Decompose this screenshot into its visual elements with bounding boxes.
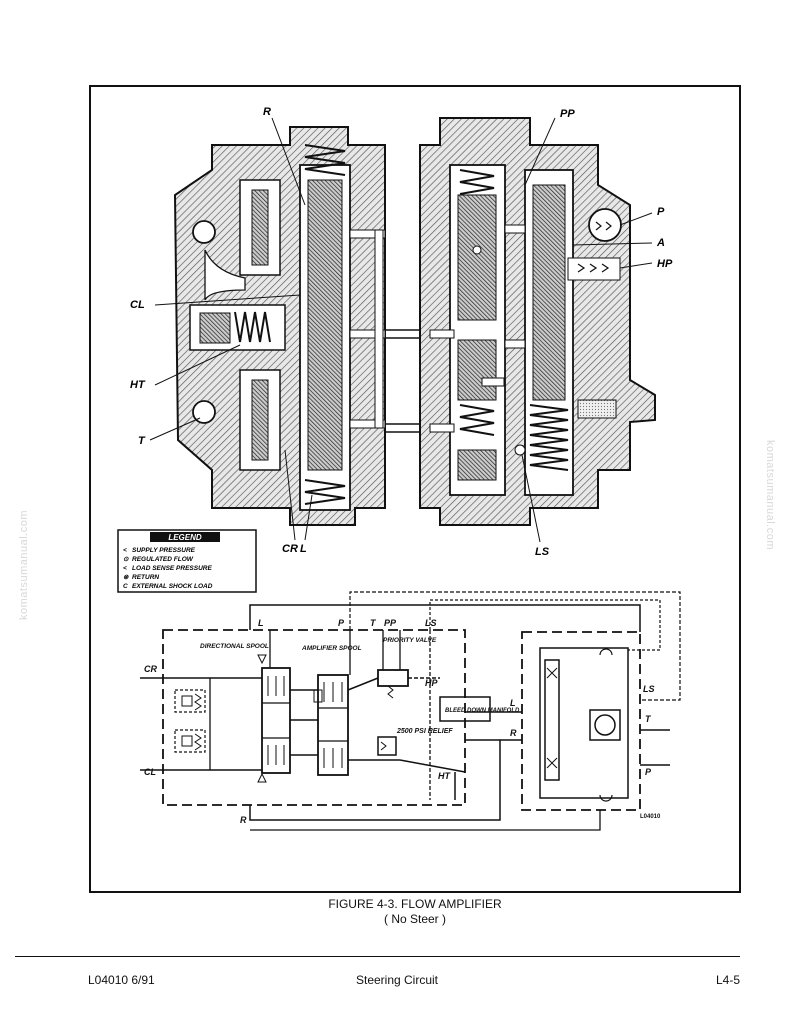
cross-section-callouts: R PP P A HP CL HT T CR L LS — [130, 106, 673, 558]
label-bleed-down-manifold: BLEED DOWN MANIFOLD — [445, 708, 520, 714]
port-CR: CR — [144, 664, 157, 674]
figure-caption-title: FIGURE 4-3. FLOW AMPLIFIER — [328, 897, 502, 911]
label-HT: HT — [130, 379, 146, 391]
label-T: T — [138, 435, 146, 447]
label-P: P — [657, 206, 665, 218]
label-CR: CR — [282, 543, 298, 555]
legend-symbol: ⊙ — [123, 556, 129, 563]
label-R: R — [263, 106, 271, 118]
port-LS-right: LS — [643, 684, 655, 694]
label-L: L — [300, 543, 307, 555]
footer-page-number: L4-5 — [715, 973, 740, 987]
port-R-right: R — [510, 728, 517, 738]
port-T-right: T — [645, 714, 652, 724]
legend: LEGEND < SUPPLY PRESSURE ⊙ REGULATED FLO… — [117, 529, 257, 593]
footer-rule — [15, 956, 740, 957]
port-L: L — [258, 618, 264, 628]
schematic-labels: DIRECTIONAL SPOOL AMPLIFIER SPOOL PRIORI… — [144, 618, 661, 825]
label-HP: HP — [657, 258, 673, 270]
legend-item: LOAD SENSE PRESSURE — [132, 565, 212, 572]
port-R: R — [240, 815, 247, 825]
watermark-right: komatsumanual.com — [764, 440, 776, 550]
hydraulic-schematic — [140, 591, 681, 831]
right-cross-section — [419, 117, 656, 526]
legend-symbol: < — [123, 565, 127, 572]
figure-frame — [89, 85, 741, 893]
label-PP: PP — [560, 108, 575, 120]
legend-symbol: < — [123, 547, 127, 554]
port-CL: CL — [144, 767, 156, 777]
port-LS: LS — [425, 618, 437, 628]
figure-caption-subtitle: ( No Steer ) — [383, 912, 446, 926]
footer-doc-id: L04010 6/91 — [88, 973, 155, 987]
label-relief: 2500 PSI RELIEF — [396, 728, 453, 735]
drawing-number: L04010 — [640, 814, 661, 820]
label-A: A — [656, 237, 665, 249]
port-HT: HT — [438, 771, 451, 781]
legend-title: LEGEND — [168, 533, 202, 542]
port-P: P — [338, 618, 345, 628]
footer-section-title: Steering Circuit — [355, 973, 439, 987]
legend-symbol: ⊗ — [123, 574, 129, 581]
legend-item: REGULATED FLOW — [132, 556, 194, 563]
port-T: T — [370, 618, 377, 628]
label-priority-valve: PRIORITY VALVE — [383, 637, 437, 644]
port-P-right: P — [645, 767, 652, 777]
legend-item: SUPPLY PRESSURE — [132, 547, 196, 554]
label-amplifier-spool: AMPLIFIER SPOOL — [301, 645, 362, 652]
port-L-right: L — [510, 698, 516, 708]
legend-item: EXTERNAL SHOCK LOAD — [132, 583, 213, 590]
port-PP: PP — [384, 618, 397, 628]
legend-symbol: C — [123, 583, 128, 590]
left-cross-section — [173, 126, 386, 526]
port-HP: HP — [425, 678, 438, 688]
watermark-left: komatsumanual.com — [18, 510, 30, 620]
label-directional-spool: DIRECTIONAL SPOOL — [200, 643, 269, 650]
legend-item: RETURN — [132, 574, 159, 581]
label-CL: CL — [130, 299, 145, 311]
label-LS: LS — [535, 546, 550, 558]
